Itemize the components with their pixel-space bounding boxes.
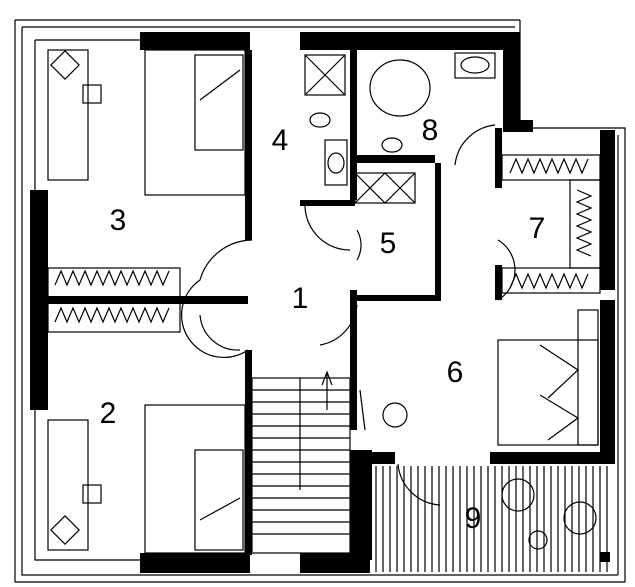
closets (47, 154, 601, 333)
room-label-7: 7 (529, 212, 546, 245)
room-label-3: 3 (110, 204, 127, 237)
balcony-decking (375, 466, 608, 572)
room-label-9: 9 (465, 502, 482, 535)
walls (30, 32, 615, 573)
room-label-5: 5 (380, 227, 397, 260)
room-label-4: 4 (272, 124, 289, 157)
stairs (251, 370, 351, 554)
room-label-8: 8 (422, 114, 439, 147)
room-label-1: 1 (292, 282, 309, 315)
furniture (47, 49, 610, 562)
room-label-2: 2 (100, 397, 117, 430)
room-label-6: 6 (447, 356, 464, 389)
doors (180, 124, 516, 506)
room-labels: 1 2 3 4 5 6 7 8 9 (100, 114, 546, 535)
